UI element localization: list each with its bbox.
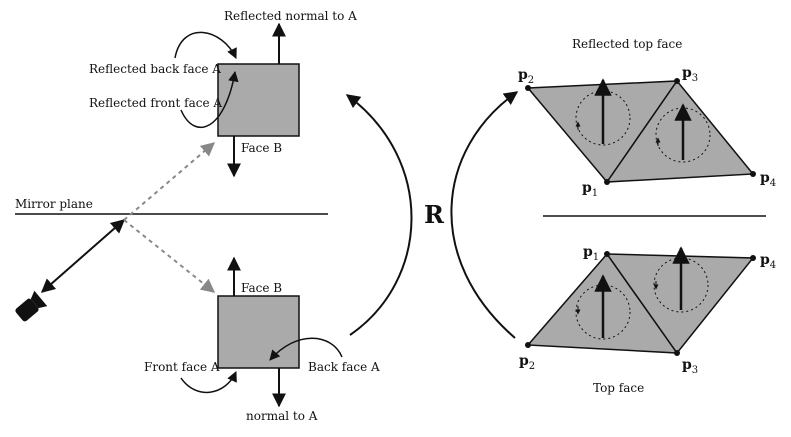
- reflected-front-face-arrow: [180, 70, 239, 129]
- top-label-p3: p3: [682, 357, 698, 376]
- reflected-top-title: Reflected top face: [572, 37, 682, 51]
- reflected-point-p1: [604, 179, 610, 185]
- right-transform-arc: [450, 91, 519, 339]
- top-point-p4: [750, 255, 756, 261]
- reflected-point-p4: [750, 171, 756, 177]
- top-point-p1: [604, 251, 610, 257]
- mirror-plane-label: Mirror plane: [15, 197, 93, 211]
- back-face-arrow: [269, 337, 343, 361]
- camera-ray: [40, 219, 126, 293]
- top-label-p1: p1: [583, 244, 599, 263]
- reflected-normal-label: Reflected normal to A: [224, 9, 357, 23]
- reflected-label-p3: p3: [682, 65, 698, 84]
- face-b-label: Face B: [241, 281, 282, 295]
- reflected-back-face-arrow: [174, 31, 237, 59]
- original-face-box: [217, 295, 300, 369]
- reflected-face-b-label: Face B: [241, 141, 282, 155]
- reflected-triangle-2: [605, 79, 755, 183]
- top-point-p3: [674, 350, 680, 356]
- reflected-point-p2: [525, 85, 531, 91]
- reflected-face-box: [217, 63, 300, 137]
- front-face-label: Front face A: [144, 360, 220, 374]
- left-transform-arc: [345, 94, 413, 336]
- reflected-point-p3: [674, 78, 680, 84]
- back-face-label: Back face A: [308, 360, 380, 374]
- reflected-ray-up: [123, 142, 216, 221]
- top-point-p2: [525, 342, 531, 348]
- reflected-label-p1: p1: [582, 180, 598, 199]
- front-face-arrow: [180, 371, 237, 394]
- reflected-label-p2: p2: [518, 67, 534, 86]
- camera-icon: [15, 290, 48, 322]
- transform-label: R: [424, 200, 445, 229]
- top-face-title: Top face: [593, 381, 644, 395]
- reflected-back-face-label: Reflected back face A: [89, 62, 221, 76]
- reflected-ray-down: [123, 219, 216, 293]
- top-label-p2: p2: [519, 353, 535, 372]
- reflected-label-p4: p4: [760, 170, 776, 189]
- top-label-p4: p4: [760, 252, 776, 271]
- normal-label: normal to A: [246, 409, 318, 423]
- reflected-front-face-label: Reflected front face A: [89, 96, 222, 110]
